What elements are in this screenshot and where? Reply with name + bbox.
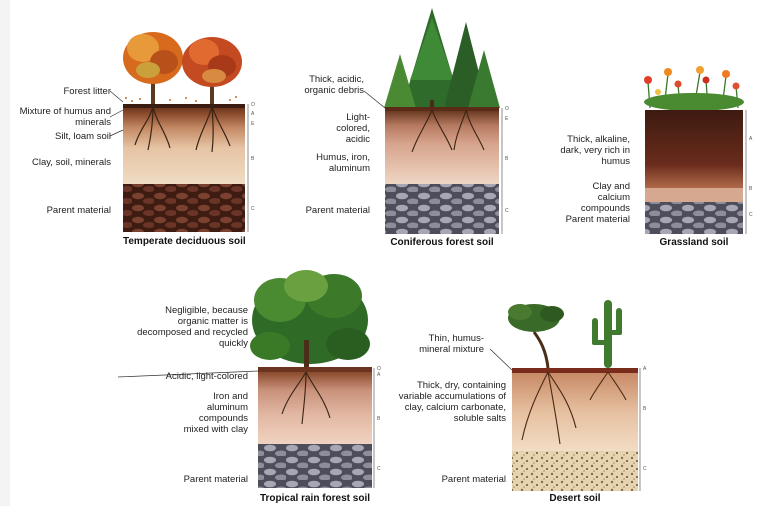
panel-coniferous: [384, 8, 500, 234]
horizon-letter-o: O: [505, 106, 509, 112]
coniferous-soil-horizons: [385, 111, 499, 184]
caption-grassland: Grassland soil: [645, 237, 743, 248]
horizon-letter-b: B: [251, 156, 255, 162]
desert-parent-material: [512, 451, 638, 491]
horizon-letter-a: A: [643, 366, 647, 372]
label-desert-thick-dry: Thick, dry, containing variable accumula…: [394, 380, 506, 424]
horizon-letter-c: C: [505, 208, 509, 214]
horizon-letter-b: B: [749, 186, 753, 192]
panel-grassland: [644, 66, 744, 234]
label-conifer-humus-iron: Humus, iron, aluminum: [304, 152, 370, 174]
label-temperate-humus-minerals: Mixture of humus and minerals: [15, 106, 111, 128]
label-conifer-parent: Parent material: [306, 205, 370, 216]
grassland-plants-illustration: [644, 66, 744, 111]
horizon-letter-o: O: [251, 102, 255, 108]
label-rainforest-negligible: Negligible, because organic matter is de…: [132, 305, 248, 349]
horizon-letter-c: C: [643, 466, 647, 472]
horizon-letter-a: A: [749, 136, 753, 142]
label-rainforest-iron-aluminum: Iron and aluminum compounds mixed with c…: [182, 391, 248, 435]
rainforest-vegetation-illustration: [250, 270, 370, 368]
label-rainforest-acidic: Acidic, light-colored: [166, 371, 248, 382]
horizon-letter-e: E: [505, 116, 509, 122]
desert-soil-horizons: [512, 373, 638, 451]
conifer-trees-illustration: [384, 8, 500, 108]
label-temperate-parent: Parent material: [47, 205, 111, 216]
rainforest-soil-horizons: [258, 372, 372, 444]
horizon-letter-c: C: [749, 212, 753, 218]
label-grassland-clay-calcium: Clay and calcium compounds: [560, 181, 630, 214]
horizon-letter-c: C: [377, 466, 381, 472]
panel-temperate-deciduous: [123, 32, 245, 232]
label-rainforest-parent: Parent material: [184, 474, 248, 485]
panel-tropical-rainforest: [250, 270, 372, 488]
label-temperate-silt-loam: Silt, loam soil: [55, 131, 111, 142]
rainforest-parent-rock: [258, 444, 372, 488]
label-grassland-alkaline: Thick, alkaline, dark, very rich in humu…: [548, 134, 630, 167]
label-conifer-light-colored: Light-colored, acidic: [316, 112, 370, 145]
caption-temperate: Temperate deciduous soil: [123, 236, 245, 247]
coniferous-parent-rock: [385, 184, 499, 234]
horizon-letter-a: A: [377, 372, 381, 378]
label-conifer-organic-debris: Thick, acidic, organic debris: [284, 74, 364, 96]
horizon-letter-a: A: [251, 111, 255, 117]
horizon-letter-b: B: [377, 416, 381, 422]
label-desert-parent: Parent material: [442, 474, 506, 485]
horizon-letter-b: B: [643, 406, 647, 412]
horizon-letter-b: B: [505, 156, 509, 162]
label-grassland-parent: Parent material: [566, 214, 630, 225]
caption-desert: Desert soil: [512, 493, 638, 504]
horizon-letter-c: C: [251, 206, 255, 212]
caption-rainforest: Tropical rain forest soil: [240, 493, 390, 504]
horizon-letter-e: E: [251, 121, 255, 127]
deciduous-trees-illustration: [123, 32, 242, 106]
label-desert-thin-humus: Thin, humus-mineral mixture: [418, 333, 484, 355]
temperate-soil-horizons: [123, 104, 245, 184]
label-temperate-forest-litter: Forest litter: [63, 86, 111, 97]
grassland-soil-horizons: [645, 110, 743, 188]
desert-plants-illustration: [508, 300, 622, 368]
panel-desert: [508, 300, 638, 491]
label-temperate-clay: Clay, soil, minerals: [32, 157, 111, 168]
caption-coniferous: Coniferous forest soil: [380, 237, 504, 248]
temperate-parent-rock: [123, 184, 245, 232]
grassland-parent-rock: [645, 202, 743, 234]
